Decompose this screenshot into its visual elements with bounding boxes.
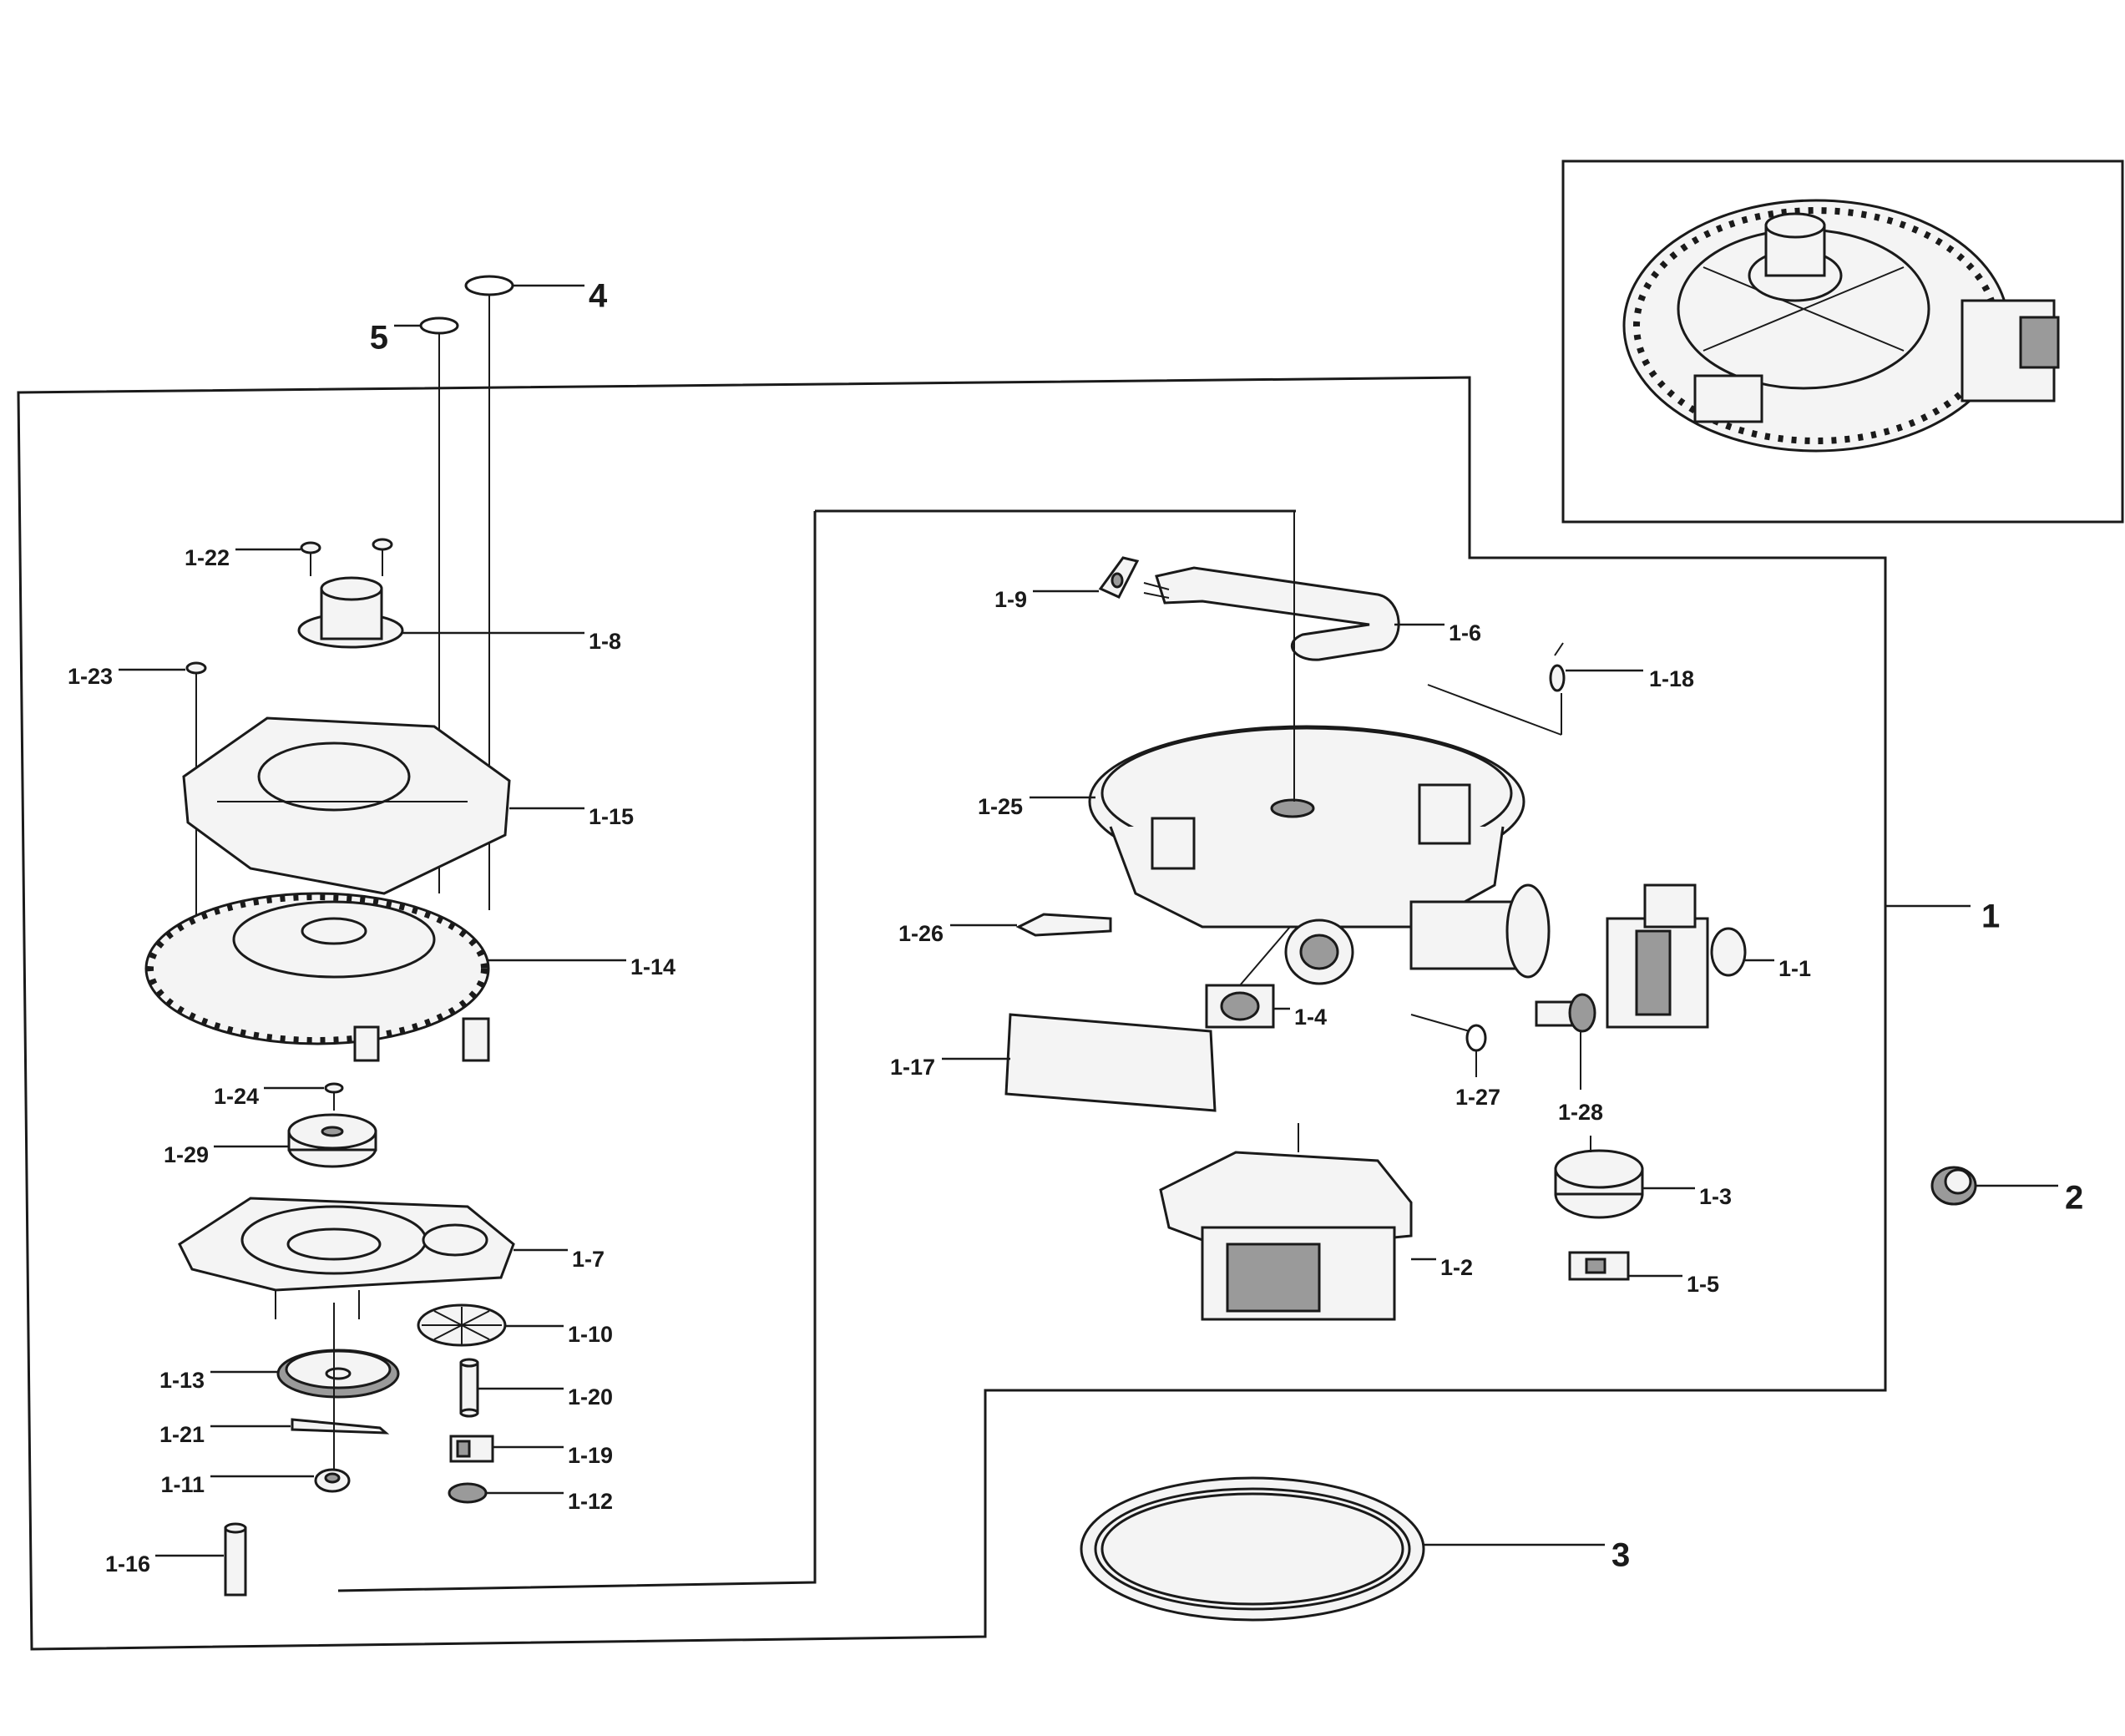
label-1-14: 1-14 bbox=[630, 954, 675, 979]
label-1-5: 1-5 bbox=[1687, 1272, 1719, 1297]
label-1-11: 1-11 bbox=[160, 1472, 205, 1497]
label-1-25: 1-25 bbox=[978, 794, 1023, 819]
cover-1-17 bbox=[942, 1013, 1217, 1112]
label-1-1: 1-1 bbox=[1778, 956, 1811, 981]
outer-assembly-frame bbox=[17, 376, 1887, 1651]
impeller-1-10 bbox=[417, 1303, 564, 1347]
label-1-4: 1-4 bbox=[1294, 1005, 1327, 1030]
sensor-1-4 bbox=[1205, 926, 1291, 1029]
motor-1-1 bbox=[1606, 883, 1774, 1029]
label-5: 5 bbox=[370, 320, 388, 357]
screw-1-24 bbox=[264, 1082, 344, 1111]
label-1-12: 1-12 bbox=[568, 1489, 613, 1514]
label-1-20: 1-20 bbox=[568, 1384, 613, 1410]
label-1-29: 1-29 bbox=[164, 1142, 209, 1167]
label-1: 1 bbox=[1981, 898, 2000, 935]
bracket-1-19 bbox=[449, 1435, 564, 1463]
oring-1-27 bbox=[1410, 1014, 1487, 1077]
pin-1-16 bbox=[155, 1522, 247, 1597]
label-1-21: 1-21 bbox=[159, 1422, 205, 1447]
cover-1-26 bbox=[950, 913, 1112, 937]
label-1-8: 1-8 bbox=[589, 629, 621, 654]
label-1-13: 1-13 bbox=[159, 1368, 205, 1393]
label-1-19: 1-19 bbox=[568, 1443, 613, 1468]
label-1-10: 1-10 bbox=[568, 1322, 613, 1347]
label-1-9: 1-9 bbox=[994, 587, 1027, 612]
housing-cover-1-15 bbox=[182, 716, 584, 895]
label-4: 4 bbox=[589, 278, 608, 315]
label-1-28: 1-28 bbox=[1558, 1100, 1603, 1125]
gasket-ring-3 bbox=[1080, 1476, 1605, 1622]
label-1-15: 1-15 bbox=[589, 804, 634, 829]
label-1-26: 1-26 bbox=[898, 921, 944, 946]
filter-disk-1-13 bbox=[210, 1349, 400, 1399]
inner-assembly-frame bbox=[337, 509, 1296, 1592]
label-3: 3 bbox=[1611, 1537, 1630, 1574]
pulley-1-29 bbox=[214, 1113, 377, 1168]
label-1-3: 1-3 bbox=[1699, 1184, 1732, 1209]
screws-1-22 bbox=[235, 538, 393, 576]
clip-1-18 bbox=[1427, 642, 1643, 736]
valve-1-28 bbox=[1535, 993, 1596, 1090]
impeller-housing-1-14 bbox=[144, 892, 626, 1062]
label-1-23: 1-23 bbox=[68, 664, 113, 689]
label-1-16: 1-16 bbox=[105, 1551, 150, 1577]
label-1-24: 1-24 bbox=[214, 1084, 259, 1109]
gasket-1-9 bbox=[1033, 556, 1140, 599]
switch-1-5 bbox=[1568, 1251, 1682, 1281]
heater-1-6 bbox=[1143, 566, 1444, 661]
label-1-7: 1-7 bbox=[572, 1247, 605, 1272]
assembled-view-inset bbox=[1561, 159, 2124, 524]
sump-1-25 bbox=[1030, 511, 1551, 985]
label-1-27: 1-27 bbox=[1455, 1085, 1500, 1110]
pump-cover-1-7 bbox=[178, 1197, 568, 1319]
shaft-1-20 bbox=[459, 1358, 564, 1418]
pressure-switch-1-3 bbox=[1554, 1136, 1695, 1219]
wash-motor-1-2 bbox=[1159, 1123, 1436, 1321]
label-1-18: 1-18 bbox=[1649, 666, 1694, 691]
spring-1-12 bbox=[448, 1482, 564, 1504]
blade-1-21 bbox=[210, 1418, 390, 1435]
label-1-17: 1-17 bbox=[890, 1055, 935, 1080]
label-2: 2 bbox=[2065, 1180, 2083, 1217]
callout-labels: 1-221-81-231-151-141-241-291-71-101-131-… bbox=[68, 278, 2083, 1577]
label-1-2: 1-2 bbox=[1440, 1255, 1473, 1280]
label-1-22: 1-22 bbox=[185, 545, 230, 570]
label-1-6: 1-6 bbox=[1449, 620, 1481, 645]
nut-1-11 bbox=[210, 1468, 351, 1493]
cap-2 bbox=[1930, 1166, 2058, 1206]
cup-1-8 bbox=[297, 576, 584, 649]
